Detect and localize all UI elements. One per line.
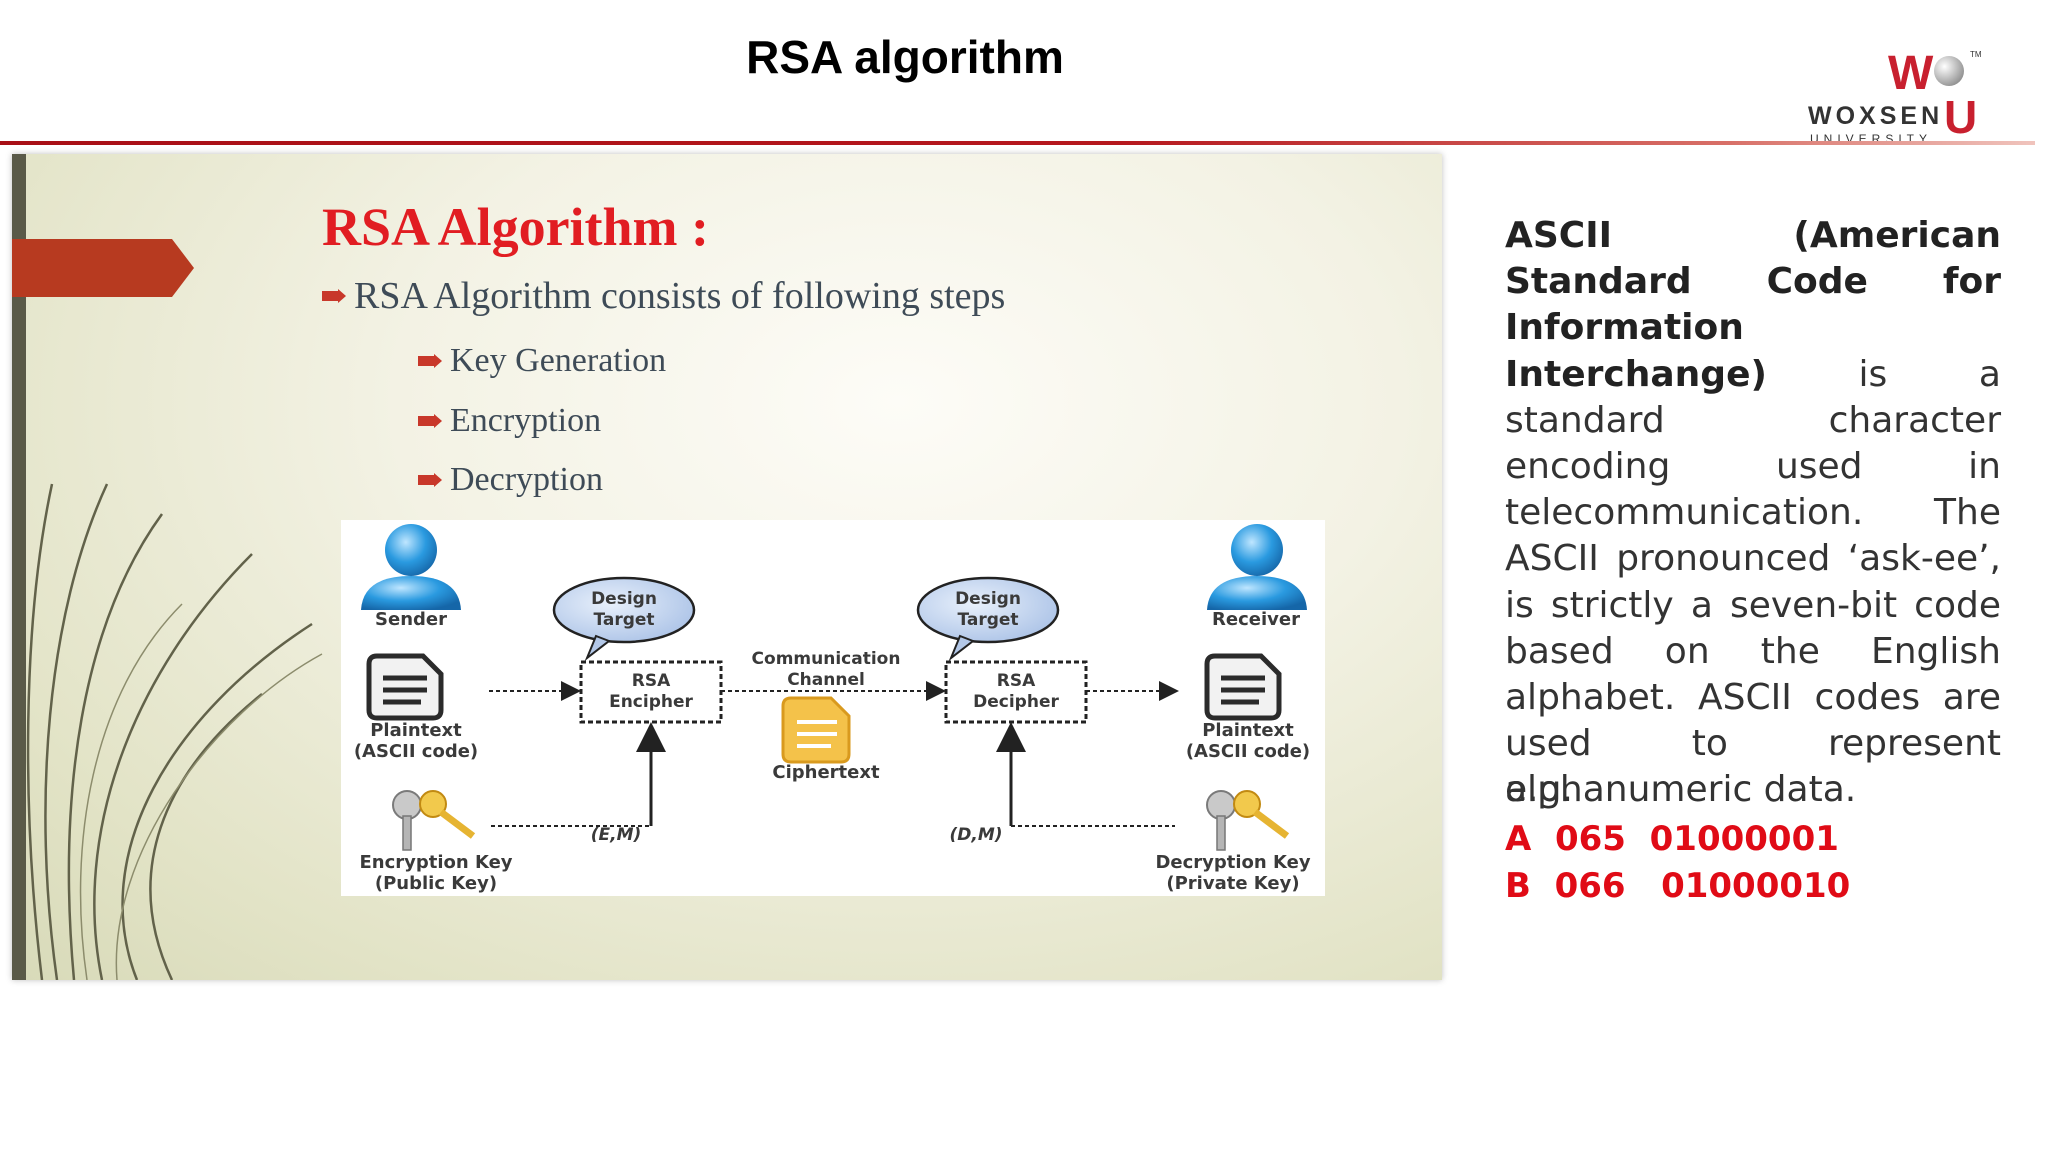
main-bullet: RSA Algorithm consists of following step… xyxy=(322,274,1005,318)
step-item: Encryption xyxy=(418,402,601,440)
receiver-label: Receiver xyxy=(1212,609,1300,630)
sender-label: Sender xyxy=(375,609,447,630)
communication-channel-label: Communication Channel xyxy=(751,649,901,690)
ciphertext-document-icon xyxy=(781,696,851,764)
ciphertext-label: Ciphertext xyxy=(772,762,880,783)
woxsen-logo: W TM WOXSEN U UNIVERSITY xyxy=(1808,46,1998,146)
sender-person-icon xyxy=(361,524,461,610)
bullet-arrow-icon xyxy=(418,473,442,487)
receiver-person-icon xyxy=(1207,524,1307,610)
bullet-arrow-icon xyxy=(322,289,346,303)
plaintext-right-label: Plaintext (ASCII code) xyxy=(1185,720,1311,762)
encryption-key-label: Encryption Key (Public Key) xyxy=(359,852,513,894)
ascii-code-example: A 065 01000001 xyxy=(1505,819,1839,859)
decryption-key-label: Decryption Key (Private Key) xyxy=(1155,852,1311,894)
step-label: Decryption xyxy=(450,461,603,498)
decryption-key-icon xyxy=(1206,790,1290,851)
design-target-bubble-left xyxy=(552,576,696,662)
bullet-arrow-icon xyxy=(418,414,442,428)
rsa-decipher-label: RSA Decipher xyxy=(973,671,1059,712)
ascii-description: ASCII (American Standard Code for Inform… xyxy=(1505,213,2001,814)
plaintext-document-icon-left xyxy=(366,653,444,721)
rsa-encipher-box xyxy=(579,660,723,724)
ascii-definition-body: is a standard character encoding used in… xyxy=(1505,353,2001,811)
step-label: Encryption xyxy=(450,402,602,439)
key-arrows xyxy=(636,722,1026,826)
red-ribbon-shape xyxy=(12,239,194,297)
slide-title: RSA algorithm xyxy=(746,31,1064,83)
flow-arrows xyxy=(489,681,1179,827)
step-item: Decryption xyxy=(418,461,603,499)
step-item: Key Generation xyxy=(418,342,666,380)
logo-name: WOXSEN xyxy=(1808,102,1944,130)
ascii-definition-lead: ASCII (American Standard Code for Inform… xyxy=(1505,215,2001,395)
logo-globe-icon xyxy=(1934,56,1964,86)
design-target-bubble-right xyxy=(916,576,1060,662)
rsa-diagram-graphics xyxy=(361,524,1307,851)
slide-left-bar xyxy=(12,154,26,980)
bullet-arrow-icon xyxy=(418,354,442,368)
logo-w-letter: W xyxy=(1888,47,1934,100)
main-bullet-text: RSA Algorithm consists of following step… xyxy=(354,275,1006,317)
inner-slide-heading: RSA Algorithm : xyxy=(322,197,710,257)
rsa-diagram: Sender Receiver Design Target Design Tar… xyxy=(341,520,1325,896)
rsa-encipher-label: RSA Encipher xyxy=(609,671,693,712)
encryption-key-icon xyxy=(392,790,476,851)
em-label: (E,M) xyxy=(590,825,642,845)
dm-label: (D,M) xyxy=(949,825,1003,845)
header-divider xyxy=(0,141,2035,145)
design-target-right-label: Design Target xyxy=(955,589,1021,630)
design-target-left-label: Design Target xyxy=(591,589,657,630)
plaintext-left-label: Plaintext (ASCII code) xyxy=(353,720,479,762)
logo-trademark: TM xyxy=(1970,50,1982,59)
decorative-grass-lines xyxy=(26,483,323,980)
plaintext-document-icon-right xyxy=(1204,653,1282,721)
logo-u-letter: U xyxy=(1944,91,1978,143)
step-label: Key Generation xyxy=(450,342,667,379)
ascii-code-example: B 066 01000010 xyxy=(1505,866,1851,906)
rsa-decipher-box xyxy=(944,660,1088,724)
example-label: e.g. xyxy=(1505,769,1573,810)
